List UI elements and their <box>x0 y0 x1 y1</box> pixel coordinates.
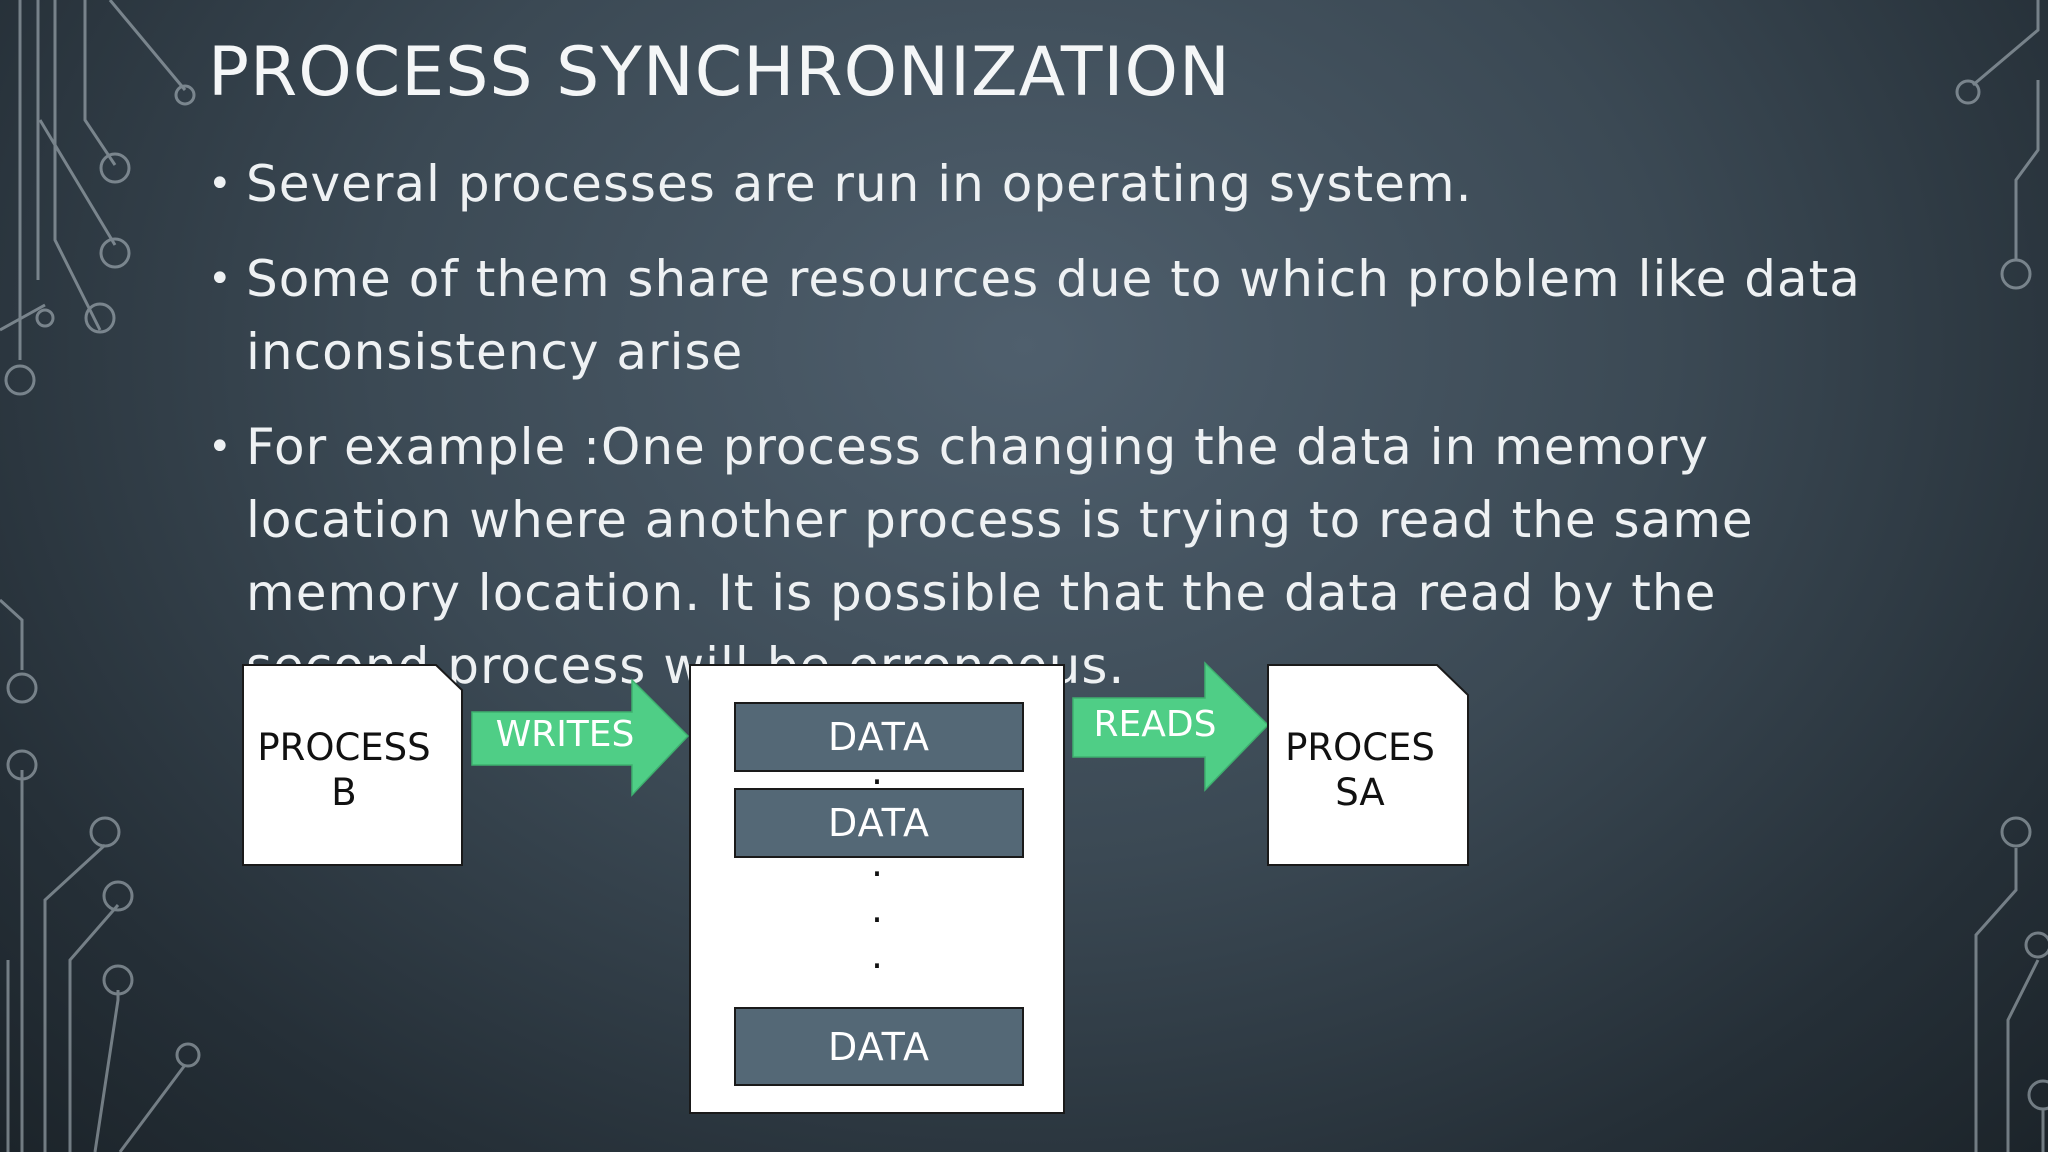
bullet-text: Some of them share resources due to whic… <box>246 250 1861 381</box>
bullet-list: • Several processes are run in operating… <box>208 148 1868 725</box>
process-b-label-line1: PROCESS <box>257 726 430 769</box>
bullet-text: Several processes are run in operating s… <box>246 155 1473 213</box>
bullet-item: • Several processes are run in operating… <box>208 148 1868 221</box>
bullet-dot-icon: • <box>208 161 233 207</box>
writes-arrow: WRITES <box>471 678 690 797</box>
bullet-dot-icon: • <box>208 256 233 302</box>
bullet-dot-icon: • <box>208 424 233 470</box>
data-cell-label: DATA <box>828 1025 930 1069</box>
ellipsis-dot: . <box>871 888 883 931</box>
ellipsis-dot: . <box>871 750 883 793</box>
process-a-label-line1: PROCES <box>1285 726 1435 769</box>
writes-label: WRITES <box>496 714 635 755</box>
ellipsis-dot: . <box>871 842 883 885</box>
data-cell-label: DATA <box>828 715 930 759</box>
circuit-decoration-left <box>0 0 201 1152</box>
data-cell: DATA <box>734 788 1024 858</box>
bullet-item: • For example :One process changing the … <box>208 411 1868 703</box>
data-cell: DATA <box>734 1007 1024 1086</box>
reads-arrow: READS <box>1072 661 1270 792</box>
circuit-decoration-right <box>1955 0 2048 1152</box>
process-b-node: PROCESS B <box>242 664 463 866</box>
data-cell-label: DATA <box>828 801 930 845</box>
process-a-label-line2: SA <box>1335 771 1384 814</box>
reads-label: READS <box>1094 704 1217 745</box>
slide-title: PROCESS SYNCHRONIZATION <box>208 33 1231 112</box>
ellipsis-dot: . <box>871 934 883 977</box>
bullet-text: For example :One process changing the da… <box>246 418 1754 695</box>
bullet-item: • Some of them share resources due to wh… <box>208 243 1868 389</box>
data-cell: DATA <box>734 702 1024 772</box>
process-a-node: PROCES SA <box>1267 664 1469 866</box>
process-b-label-line2: B <box>331 771 356 814</box>
memory-block: DATA DATA DATA . . . . <box>689 664 1065 1114</box>
